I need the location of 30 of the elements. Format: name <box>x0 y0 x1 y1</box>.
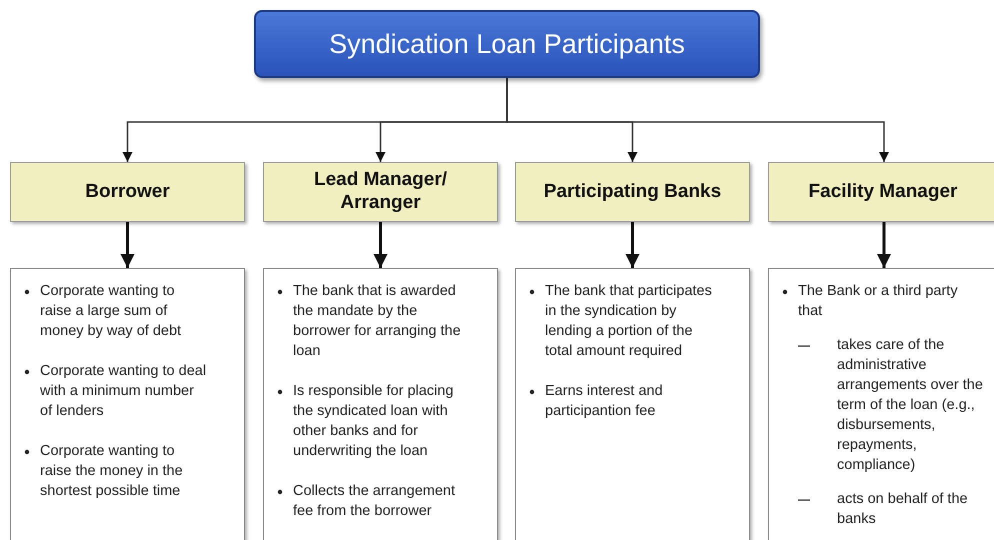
arrow <box>506 78 889 162</box>
bullet-text: Collects the arrangement fee from the borrower <box>293 482 456 521</box>
header-text: Facility Manager <box>808 180 958 204</box>
bullet-text: Earns interest and participantion fee <box>545 382 664 421</box>
header-box <box>263 162 498 222</box>
bullet-text: Corporate wanting to raise the money in the shortest possible time <box>40 442 184 501</box>
header-box <box>10 162 245 222</box>
description-box <box>263 268 498 540</box>
bullet-text: The bank that is awarded the mandate by the borrower for arranging the loan <box>293 282 462 361</box>
arrow <box>374 222 388 268</box>
description-box <box>768 268 994 540</box>
bullet-text: The Bank or a third party that <box>798 282 959 321</box>
bullet-text: The bank that participates in the syndication by lending a portion of the total amount required <box>545 282 713 361</box>
title-box <box>254 10 760 78</box>
bullet-text: Corporate wanting to deal with a minimum number of lenders <box>40 362 208 421</box>
header-box <box>768 162 994 222</box>
bullet-text: Corporate wanting to raise a large sum of money by way of debt <box>40 282 182 341</box>
arrow <box>626 222 640 268</box>
description-box <box>10 268 245 540</box>
bullet-text: acts on behalf of the banks <box>837 490 969 529</box>
header-text: Borrower <box>85 180 170 204</box>
header-text: Participating Banks <box>544 180 722 204</box>
bullet-text: Is responsible for placing the syndicated loan with other banks and for underwriting the loan <box>293 382 454 461</box>
bullet-text: takes care of the administrative arrangements over the term of the loan (e.g., disbursements, repayments, compliance) <box>837 336 984 475</box>
title-text: Syndication Loan Participants <box>329 28 685 60</box>
description-box <box>515 268 750 540</box>
header-box <box>515 162 750 222</box>
header-text: Lead Manager/ Arranger <box>312 169 448 215</box>
arrow <box>120 222 134 268</box>
arrow <box>877 222 891 268</box>
